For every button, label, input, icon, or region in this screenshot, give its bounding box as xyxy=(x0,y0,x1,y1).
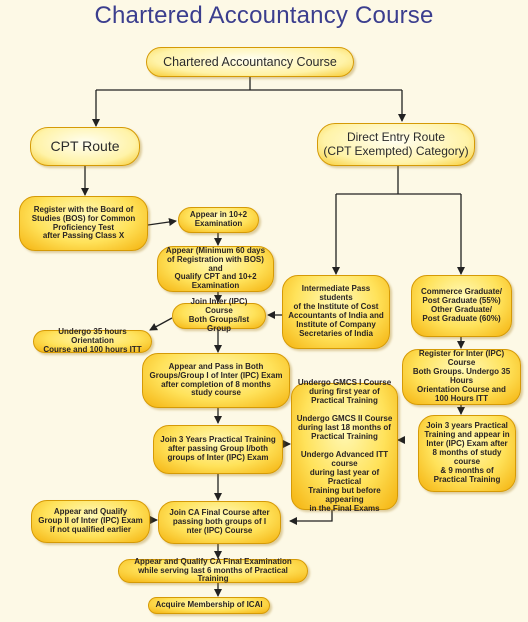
appear-min-60-days-box: Appear (Minimum 60 days of Registration … xyxy=(157,246,274,292)
join-inter-box: Join Inter (IPC) Course Both Groups/Ist … xyxy=(172,297,266,333)
cpt-route-box: CPT Route xyxy=(30,127,140,166)
orientation-itt-box: Undergo 35 hours Orientation Course and … xyxy=(33,327,152,354)
register-bos-box: Register with the Board of Studies (BOS)… xyxy=(19,196,148,251)
connector-arrow xyxy=(289,510,333,525)
direct-entry-route-box: Direct Entry Route (CPT Exempted) Catego… xyxy=(317,123,475,166)
appear-10-2-box: Appear in 10+2 Examination xyxy=(178,207,259,233)
qualify-group-ii-box: Appear and Qualify Group II of Inter (IP… xyxy=(31,500,150,543)
join-ca-final-box: Join CA Final Course after passing both … xyxy=(158,501,281,544)
commerce-graduate-box: Commerce Graduate/ Post Graduate (55%) O… xyxy=(411,275,512,337)
top-course-box: Chartered Accountancy Course xyxy=(146,47,354,77)
membership-box: Acquire Membership of ICAI xyxy=(148,597,270,614)
intermediate-pass-box: Intermediate Pass students of the Instit… xyxy=(282,275,390,349)
appear-pass-inter-box: Appear and Pass in Both Groups/Group I o… xyxy=(142,353,290,408)
final-exam-box: Appear and Qualify CA Final Examination … xyxy=(118,557,308,583)
gmcs-itt-box: Undergo GMCS I Course during first year … xyxy=(291,378,398,513)
connector-arrow xyxy=(147,218,177,226)
page-title: Chartered Accountancy Course xyxy=(94,2,434,29)
join-3yr-practical-box: Join 3 years Practical Training and appe… xyxy=(418,415,516,492)
register-inter-ipc-box: Register for Inter (IPC) Course Both Gro… xyxy=(402,349,521,405)
connector-arrow xyxy=(149,317,173,331)
practical-training-box: Join 3 Years Practical Training after pa… xyxy=(153,425,283,474)
